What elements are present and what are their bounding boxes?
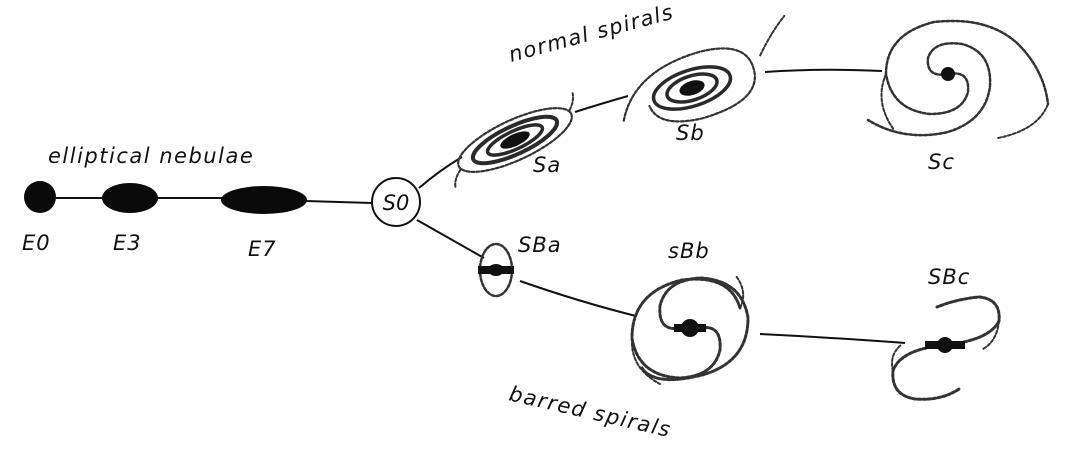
connector-sa-sb xyxy=(574,95,629,113)
group-label-barred-spirals: barred spirals xyxy=(507,381,674,442)
node-label-e0: E0 xyxy=(22,231,51,255)
node-label-sbc: SBc xyxy=(928,265,970,289)
connector-sb-sc xyxy=(764,68,883,73)
sb-galaxy-shape xyxy=(622,14,786,123)
node-label-e7: E7 xyxy=(248,237,277,261)
sba-galaxy-shape xyxy=(478,242,514,298)
connector-s0-sba xyxy=(416,219,485,259)
connector-sba-sbb xyxy=(519,280,637,317)
s0-circle xyxy=(371,177,421,227)
node-label-sba: SBa xyxy=(518,233,562,257)
connector-e7-s0 xyxy=(305,200,373,204)
s0-node: S0 xyxy=(371,177,421,227)
group-label-elliptical: elliptical nebulae xyxy=(48,144,254,168)
s0-label: S0 xyxy=(383,191,410,215)
node-label-sbb: sBb xyxy=(668,239,710,263)
node-label-sc: Sc xyxy=(928,150,955,174)
elliptical-sequence xyxy=(24,181,307,214)
e3-galaxy-shape xyxy=(102,183,158,213)
connectors xyxy=(56,68,906,344)
group-label-normal-spirals: normal spirals xyxy=(506,0,676,67)
sc-galaxy-shape xyxy=(866,19,1050,139)
connector-sbb-sbc xyxy=(759,333,906,344)
sbb-galaxy-shape xyxy=(630,275,750,385)
node-label-sa: Sa xyxy=(533,153,561,177)
node-label-e3: E3 xyxy=(113,231,142,255)
e0-galaxy-shape xyxy=(24,181,56,213)
sa-galaxy-shape xyxy=(454,92,575,189)
node-label-sb: Sb xyxy=(676,121,705,145)
sbc-galaxy-shape xyxy=(891,295,1001,401)
e7-galaxy-shape xyxy=(221,186,307,214)
